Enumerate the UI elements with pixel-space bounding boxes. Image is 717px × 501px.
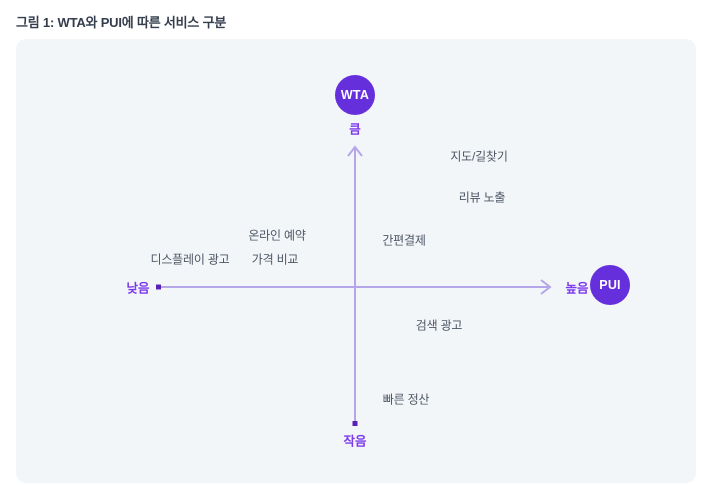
y-axis-high-label: 큼 [349, 122, 361, 137]
x-axis-high-label: 높음 [565, 281, 589, 296]
point-label: 온라인 예약 [248, 228, 306, 243]
point-label: 리뷰 노출 [458, 190, 506, 205]
page-title: 그림 1: WTA와 PUI에 따른 서비스 구분 [16, 15, 227, 30]
point-label: 검색 광고 [415, 318, 463, 333]
y-axis-low-label: 작음 [343, 434, 367, 449]
point-label: 간편결제 [382, 233, 426, 248]
axes [156, 145, 552, 426]
pui-badge: PUI [590, 265, 630, 305]
point-label: 디스플레이 광고 [150, 252, 230, 267]
wta-badge: WTA [335, 75, 375, 115]
point-label: 지도/길찾기 [450, 149, 508, 164]
x-axis-origin-dot [156, 284, 161, 290]
point-label: 가격 비교 [251, 252, 299, 267]
x-axis-low-label: 낮음 [126, 281, 150, 296]
x-axis-arrowhead-icon [540, 279, 552, 295]
y-axis-origin-dot [352, 421, 358, 426]
y-axis-arrowhead-icon [347, 145, 363, 157]
point-label: 빠른 정산 [382, 392, 430, 407]
